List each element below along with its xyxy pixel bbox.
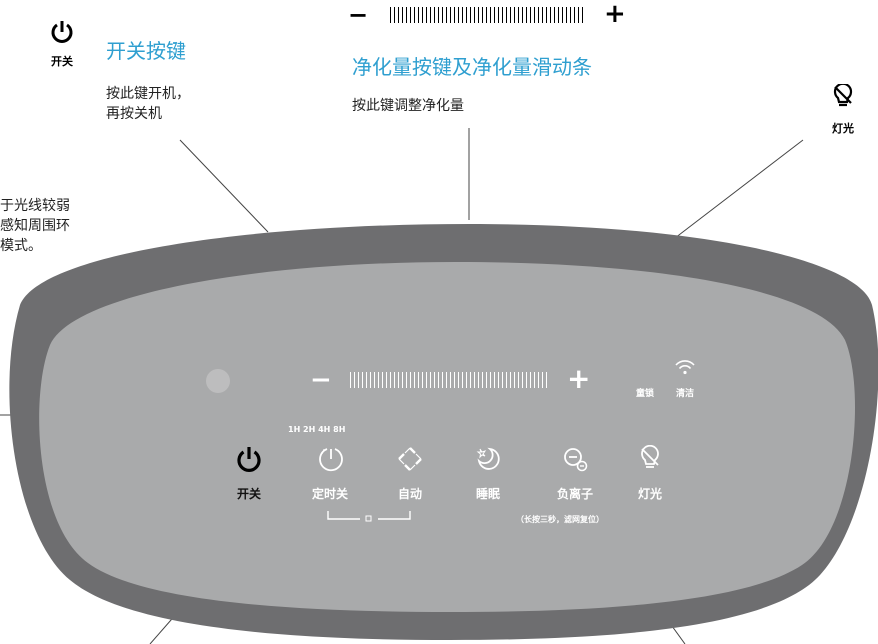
- slider-title: 净化量按键及净化量滑动条: [352, 55, 592, 79]
- power-desc-2: 再按关机: [106, 106, 162, 122]
- child-lock-label[interactable]: 童锁: [636, 389, 655, 399]
- light-icon-label: 灯光: [832, 122, 854, 135]
- power-title: 开关按键: [106, 39, 186, 63]
- auto-icon: [396, 445, 424, 473]
- panel-slider-plus[interactable]: +: [567, 362, 591, 395]
- left-desc-3: 模式。: [0, 238, 42, 254]
- slider-desc: 按此键调整净化量: [352, 98, 464, 114]
- ion-button[interactable]: 负离子: [535, 445, 615, 505]
- timer-label: 定时关: [311, 487, 348, 501]
- ion-label: 负离子: [556, 487, 593, 501]
- panel-face: [39, 262, 856, 612]
- panel-light-icon: [638, 444, 662, 473]
- power-leader: [179, 139, 269, 233]
- timer-options: 1H 2H 4H 8H: [288, 425, 346, 434]
- panel-power-icon: [235, 445, 263, 473]
- light-leader: [674, 139, 804, 239]
- sleep-button[interactable]: 睡眠: [458, 445, 518, 505]
- ion-icon: [561, 445, 589, 473]
- sensor-dot: [206, 369, 230, 393]
- panel-power-label: 开关: [236, 487, 261, 501]
- slider-track-top: [390, 7, 586, 23]
- auto-button[interactable]: 自动: [380, 445, 440, 505]
- clean-label[interactable]: 清洁: [676, 389, 695, 399]
- panel-light-button[interactable]: 灯光: [620, 444, 680, 505]
- sleep-icon: [474, 445, 502, 473]
- power-icon-top: [49, 19, 75, 45]
- panel-slider-minus[interactable]: −: [310, 365, 332, 395]
- power-icon-label: 开关: [51, 55, 73, 68]
- sleep-label: 睡眠: [475, 487, 500, 501]
- panel-power-button[interactable]: 开关: [232, 445, 266, 505]
- combo-bracket: [326, 508, 412, 522]
- slider-minus-top: −: [348, 1, 369, 29]
- left-desc-2: 感知周围环: [0, 218, 70, 234]
- timer-button[interactable]: 定时关: [300, 445, 360, 505]
- power-desc-1: 按此键开机，: [106, 86, 190, 102]
- slider-plus-top: +: [604, 0, 626, 29]
- timer-icon: [317, 445, 345, 473]
- wifi-icon: [674, 358, 696, 376]
- panel-light-label: 灯光: [637, 487, 662, 501]
- ion-note: （长按三秒，滤网复位）: [516, 515, 604, 524]
- auto-label: 自动: [397, 487, 422, 501]
- panel-slider-track[interactable]: [350, 372, 550, 388]
- left-desc-1: 于光线较弱: [0, 198, 70, 214]
- light-icon-top: [832, 82, 854, 110]
